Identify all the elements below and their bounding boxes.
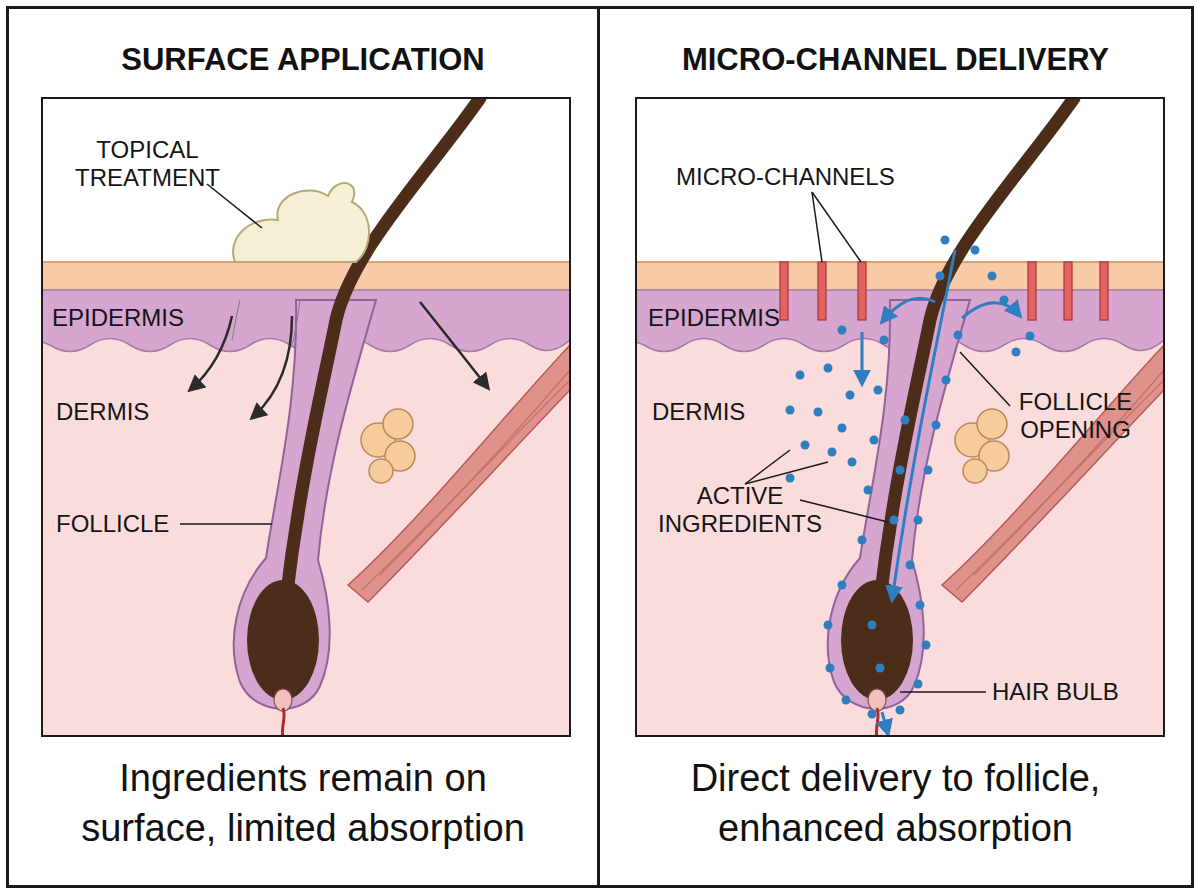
ingredient-dot [828, 448, 837, 457]
part-label: TOPICAL TREATMENT [60, 136, 235, 192]
delivery-arrow [882, 298, 935, 322]
ingredient-dot [906, 561, 915, 570]
absorption-arrow [252, 316, 292, 418]
micro-channel [1028, 262, 1036, 320]
seep-line [292, 300, 300, 345]
skin-cross-section [636, 98, 1164, 736]
ingredient-dot [864, 486, 873, 495]
ingredient-dot [896, 466, 905, 475]
ingredient-dot [826, 664, 835, 673]
leader-line [745, 450, 790, 484]
ingredient-dot [936, 272, 945, 281]
ingredient-dot [824, 364, 833, 373]
leader-line [900, 691, 986, 693]
part-label: EPIDERMIS [648, 304, 808, 332]
ingredient-dot [932, 421, 941, 430]
ingredient-dot [848, 458, 857, 467]
ingredient-dot [838, 581, 847, 590]
panel-box: MICRO-CHANNEL DELIVERY Direct delivery to… [597, 6, 1194, 888]
ingredient-dot [942, 376, 951, 385]
ingredient-dot [901, 416, 910, 425]
ingredient-dot [838, 424, 847, 433]
ingredient-dot [916, 601, 925, 610]
leader-line [745, 462, 828, 484]
ingredient-dot [971, 246, 980, 255]
panel-frame [42, 98, 570, 736]
ingredient-dot [941, 236, 950, 245]
part-label: FOLLICLE OPENING [998, 388, 1153, 444]
ingredient-dot [824, 621, 833, 630]
panel-box: SURFACE APPLICATION Ingredients remain on… [6, 6, 600, 888]
ingredient-dot [1012, 348, 1021, 357]
leader-line [180, 523, 272, 525]
absorption-arrow [190, 316, 232, 390]
part-label: DERMIS [652, 398, 812, 426]
ingredient-dot [988, 272, 997, 281]
ingredient-dot [814, 408, 823, 417]
ingredient-dot [868, 621, 877, 630]
micro-channel [780, 262, 788, 320]
ingredient-dot [838, 326, 847, 335]
panel-heading: MICRO-CHANNEL DELIVERY [600, 41, 1191, 79]
micro-channel [1064, 262, 1072, 320]
ingredient-dot [914, 680, 923, 689]
ingredient-dot [876, 664, 885, 673]
panel-heading: SURFACE APPLICATION [9, 41, 597, 79]
seep-line [232, 300, 240, 340]
ingredient-dot [868, 710, 877, 719]
part-label: EPIDERMIS [52, 304, 212, 332]
ingredient-dot [796, 371, 805, 380]
micro-channel [818, 262, 826, 320]
ingredient-dot [914, 516, 923, 525]
skin-cross-section [42, 98, 570, 736]
ingredient-dot [922, 641, 931, 650]
panel-caption: Direct delivery to follicle, enhanced ab… [656, 753, 1136, 853]
ingredient-dot [880, 336, 889, 345]
ingredient-dot [801, 441, 810, 450]
part-label: ACTIVE INGREDIENTS [645, 482, 835, 538]
ingredient-dot [896, 706, 905, 715]
ingredient-dot [858, 536, 867, 545]
delivery-arrow [861, 332, 864, 384]
ingredient-dot [870, 436, 879, 445]
delivery-arrow [882, 712, 888, 734]
ingredient-dot [786, 474, 795, 483]
micro-channel [1100, 262, 1108, 320]
part-label: FOLLICLE [56, 510, 186, 538]
part-label: HAIR BULB [992, 678, 1152, 706]
ingredient-dot [1026, 332, 1035, 341]
absorption-arrow [420, 302, 488, 388]
ingredient-dot [954, 331, 963, 340]
panel-frame [636, 98, 1164, 736]
ingredient-dot [842, 696, 851, 705]
ingredient-dot [924, 466, 933, 475]
part-label: MICRO-CHANNELS [676, 163, 926, 191]
delivery-arrow [962, 303, 1020, 318]
ingredient-dot [890, 516, 899, 525]
cream-blob [233, 183, 369, 262]
leader-line [812, 192, 822, 262]
ingredient-dot [846, 391, 855, 400]
part-label: DERMIS [56, 398, 216, 426]
leader-line [960, 352, 1010, 406]
ingredient-dot [874, 386, 883, 395]
panel-caption: Ingredients remain on surface, limited a… [63, 753, 543, 853]
ingredient-dot [786, 406, 795, 415]
micro-channel [858, 262, 866, 320]
leader-line [812, 192, 861, 262]
